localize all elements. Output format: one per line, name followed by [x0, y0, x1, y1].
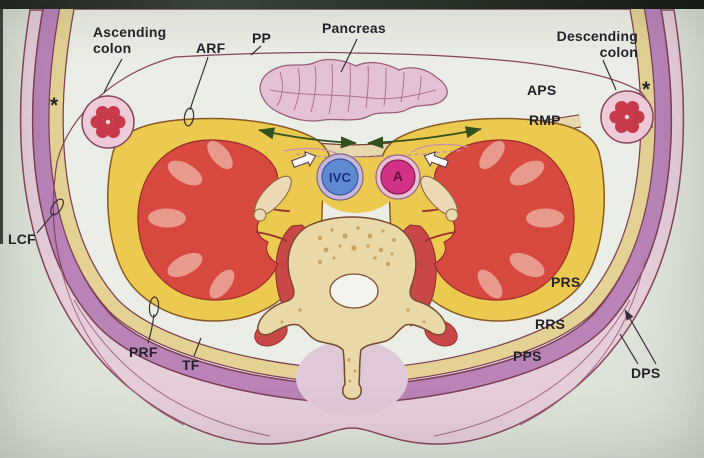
pointer-lines: [36, 38, 657, 365]
prs-label: PRS: [551, 274, 581, 290]
ascending-colon: [81, 95, 135, 149]
plane-arrow-right: [366, 126, 482, 149]
lcf-loop: [50, 198, 64, 216]
dashed-plane-line: [295, 149, 465, 158]
bridging-fascia-left: [283, 147, 340, 156]
prf-label: PRF: [129, 344, 158, 360]
pps-label: PPS: [513, 348, 542, 364]
aps-label: APS: [527, 82, 557, 98]
flank-fascia-lines: [58, 259, 646, 437]
tf-pointer: [193, 337, 202, 357]
vertebra-speckles: [280, 226, 426, 383]
aorta-label: A: [392, 168, 404, 184]
hilum-arrow-left: [291, 150, 317, 169]
pp-pointer: [250, 45, 262, 56]
inferior-vena-cava: [316, 153, 364, 201]
hilum-arrow-right: [423, 150, 449, 169]
arf-label: ARF: [196, 40, 226, 56]
pancreas-label: Pancreas: [322, 20, 386, 36]
ascending-colon-label: Ascending colon: [93, 24, 167, 56]
prf-loop: [148, 296, 160, 318]
prf-pointer: [147, 313, 155, 344]
rmp-label: RMP: [529, 112, 561, 128]
arf-pointer: [189, 56, 209, 111]
descending-colon-pointer: [602, 59, 617, 91]
ivc-label: IVC: [328, 170, 352, 185]
left-gutter-peritoneum: [52, 56, 176, 281]
rrs-label: RRS: [535, 316, 566, 332]
paracolic-gutter-star-left: *: [50, 94, 59, 117]
pancreas-pointer: [340, 38, 358, 73]
ascending-colon-pointer: [103, 58, 123, 94]
photo-edge-left: [0, 9, 3, 244]
lcf-label: LCF: [8, 231, 36, 247]
plane-arrow-left: [258, 127, 358, 149]
pp-label: PP: [252, 30, 272, 46]
paracolic-gutter-star-right: *: [642, 78, 651, 101]
spinal-canal: [329, 273, 379, 309]
descending-colon-label: Descending colon: [556, 28, 638, 60]
dps-label: DPS: [631, 365, 661, 381]
parietal-peritoneum-line: [174, 51, 561, 69]
photo-edge-top: [0, 0, 704, 9]
dps-arrow: [624, 309, 657, 365]
tf-label: TF: [182, 357, 200, 373]
pancreas-lobule-lines: [269, 63, 437, 115]
dps-pointer: [619, 333, 639, 365]
arf-loop: [183, 107, 195, 127]
pancreas-organ: [259, 58, 448, 122]
aorta: [375, 154, 421, 200]
